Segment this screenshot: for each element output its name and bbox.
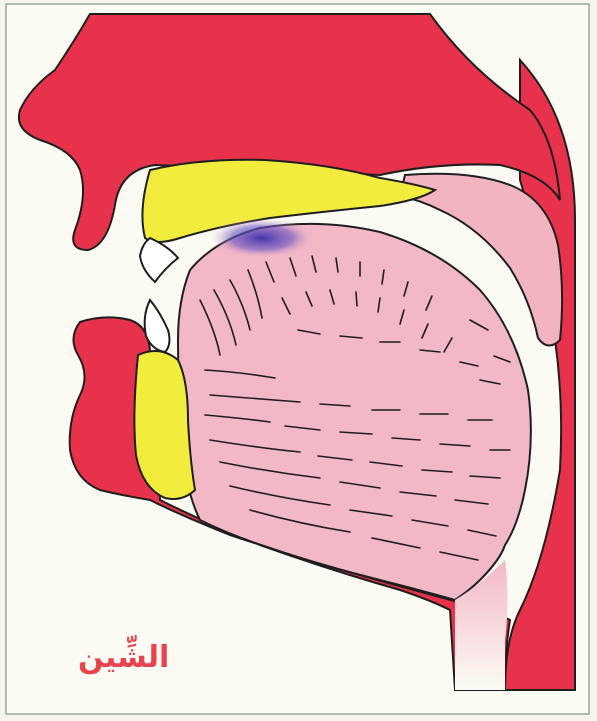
articulation-point [210,218,314,258]
letter-label: الشِّين [78,640,169,675]
